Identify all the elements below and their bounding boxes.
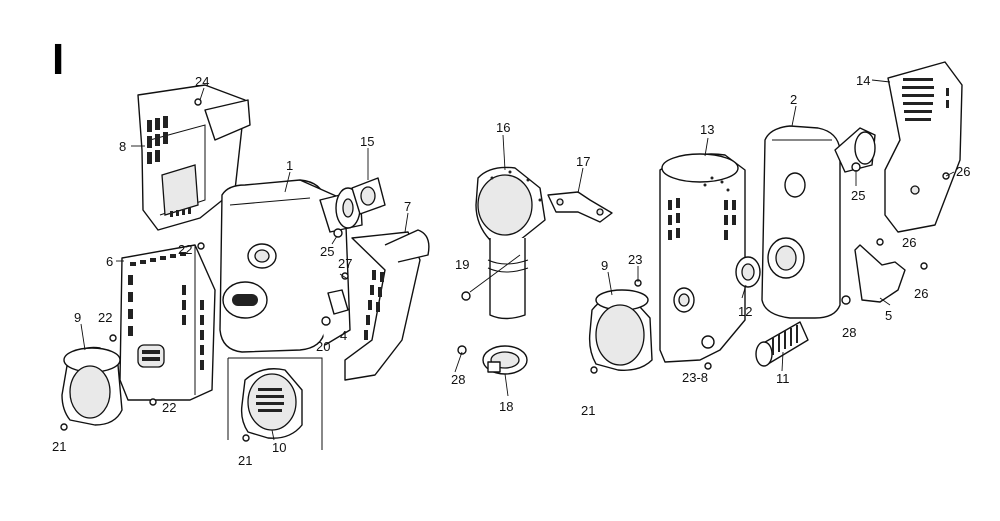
- callout-2: 2: [790, 92, 797, 107]
- part-2-muffler: [761, 125, 876, 319]
- bolts-left: [60, 98, 349, 442]
- callout-18: 18: [499, 399, 513, 414]
- part-9-cap-middle: [588, 289, 653, 371]
- callout-15: 15: [360, 134, 374, 149]
- callout-20: 20: [316, 339, 330, 354]
- part-7-heat-guard: [344, 229, 430, 381]
- callout-7: 7: [404, 199, 411, 214]
- leader-lines: [80, 79, 955, 441]
- part-5-bracket: [854, 244, 906, 303]
- callout-9-a: 9: [74, 310, 81, 325]
- part-15-gasket: [351, 177, 386, 215]
- callout-25-a: 25: [320, 244, 334, 259]
- callout-8: 8: [119, 139, 126, 154]
- part-14-heat-shield: [884, 61, 963, 233]
- callout-26-c: 26: [914, 286, 928, 301]
- callout-26-a: 26: [956, 164, 970, 179]
- callout-17: 17: [576, 154, 590, 169]
- part-11-screen: [755, 321, 809, 367]
- part-9-cap-left: [61, 346, 123, 426]
- callout-21-c: 21: [581, 403, 595, 418]
- callout-26-b: 26: [902, 235, 916, 250]
- callout-14: 14: [856, 73, 870, 88]
- callout-22-c: 22: [162, 400, 176, 415]
- callout-10: 10: [272, 440, 286, 455]
- callout-21-b: 21: [238, 453, 252, 468]
- callout-11: 11: [776, 371, 790, 386]
- callout-25-b: 25: [851, 188, 865, 203]
- callout-28-b: 28: [842, 325, 856, 340]
- part-4-bracket: [327, 289, 349, 315]
- part-13-tall-shroud: [659, 153, 746, 363]
- callout-23-a: 23: [628, 252, 642, 267]
- callout-6: 6: [106, 254, 113, 269]
- section-label: I: [52, 35, 64, 84]
- callout-12: 12: [738, 304, 752, 319]
- part-8-upper-shroud: [137, 84, 251, 231]
- callout-9-b: 9: [601, 258, 608, 273]
- part-12-grommet: [735, 256, 761, 288]
- part-16-pipe-cap: [475, 166, 546, 320]
- callout-13: 13: [700, 122, 714, 137]
- part-10-alt-cap-group: [227, 357, 323, 450]
- callout-16: 16: [496, 120, 510, 135]
- callout-5: 5: [885, 308, 892, 323]
- callout-19: 19: [455, 257, 469, 272]
- callout-24: 24: [195, 74, 209, 89]
- callout-4: 4: [340, 328, 347, 343]
- callout-27: 27: [338, 256, 352, 271]
- callout-labels: 24 8 1 15 7 22 6 25 27 9 22 20 4 22 21 2…: [52, 73, 970, 468]
- part-6-lower-shroud: [119, 244, 216, 401]
- callout-22-b: 22: [98, 310, 112, 325]
- part-18-clamp: [482, 345, 528, 375]
- part-17-bracket: [547, 191, 613, 223]
- callout-22-a: 22: [178, 242, 192, 257]
- callout-28-a: 28: [451, 372, 465, 387]
- callout-23-8: 23-8: [682, 370, 708, 385]
- callout-1: 1: [286, 158, 293, 173]
- callout-21-a: 21: [52, 439, 66, 454]
- bolts-middle: [457, 279, 712, 374]
